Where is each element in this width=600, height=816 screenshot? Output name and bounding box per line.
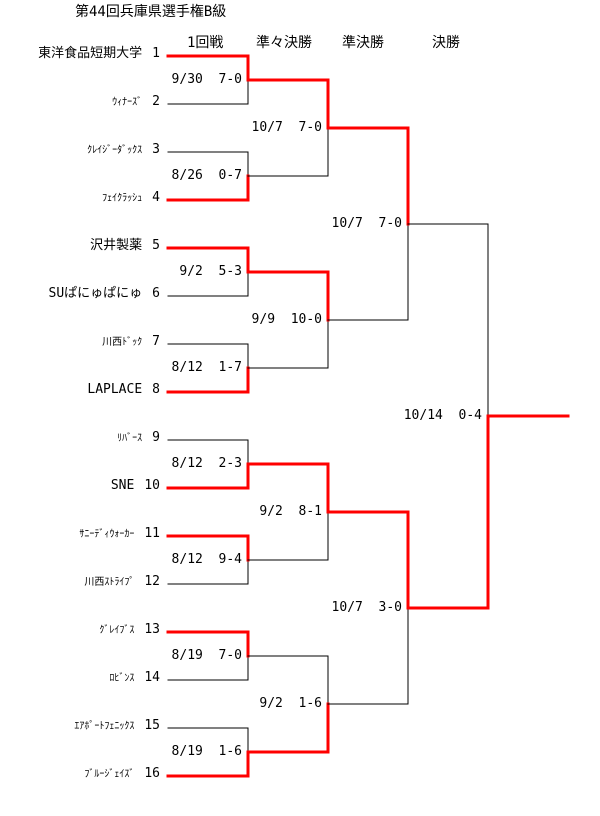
- match-result: 7-0: [378, 216, 402, 231]
- match-result: 7-0: [218, 72, 242, 87]
- team-row: ﾌﾞﾙｰｼﾞｪｲｽﾞ 16: [84, 766, 160, 783]
- match-score: 9/30 7-0: [172, 72, 242, 88]
- match-score: 10/14 0-4: [404, 408, 482, 424]
- team-name: ｳｨﾅｰｽﾞ: [112, 97, 143, 108]
- match-date: 9/30: [171, 72, 203, 87]
- team-name: 東洋食品短期大学: [38, 46, 143, 61]
- team-name: ﾛﾋﾞﾝｽ: [109, 673, 135, 684]
- team-row: LAPLACE 8: [87, 382, 160, 398]
- match-result: 5-3: [218, 264, 242, 279]
- match-date: 9/2: [259, 696, 283, 711]
- match-score: 9/2 8-1: [259, 504, 322, 520]
- team-name: ｸﾞﾚｲﾌﾞｽ: [99, 625, 135, 636]
- match-score: 10/7 3-0: [332, 600, 402, 616]
- round-header-1: 1回戦: [187, 35, 224, 51]
- team-row: ﾘﾊﾞｰｽ 9: [117, 430, 160, 447]
- match-result: 9-4: [218, 552, 242, 567]
- team-seed: 9: [152, 430, 160, 445]
- match-score: 8/19 7-0: [172, 648, 242, 664]
- match-score: 8/26 0-7: [172, 168, 242, 184]
- team-name: SUぱにゅぱにゅ: [48, 286, 143, 301]
- round-header-semifinal: 準決勝: [342, 35, 384, 51]
- page-title: 第44回兵庫県選手権B級: [75, 4, 227, 20]
- team-seed: 5: [152, 238, 160, 253]
- match-result: 1-6: [298, 696, 322, 711]
- round-header-quarterfinal: 準々決勝: [256, 35, 312, 51]
- team-seed: 16: [144, 766, 160, 781]
- team-name: ｸﾚｲｼﾞｰﾀﾞｯｸｽ: [87, 145, 143, 156]
- match-score: 9/9 10-0: [252, 312, 322, 328]
- match-date: 10/14: [403, 408, 443, 423]
- match-score: 8/12 2-3: [172, 456, 242, 472]
- team-row: 川西ﾄﾞｯｸ 7: [102, 334, 160, 351]
- match-date: 10/7: [251, 120, 283, 135]
- team-name: LAPLACE: [87, 382, 143, 397]
- match-score: 8/19 1-6: [172, 744, 242, 760]
- team-row: ｻﾆｰﾃﾞｨｳｫｰｶｰ 11: [79, 526, 160, 543]
- team-row: ｸﾚｲｼﾞｰﾀﾞｯｸｽ 3: [87, 142, 160, 159]
- team-name: ﾌﾞﾙｰｼﾞｪｲｽﾞ: [84, 769, 135, 780]
- team-seed: 13: [144, 622, 160, 637]
- team-row: 東洋食品短期大学 1: [38, 46, 160, 62]
- team-name: 沢井製薬: [90, 238, 143, 253]
- team-row: SNE 10: [111, 478, 160, 494]
- match-result: 1-6: [218, 744, 242, 759]
- team-row: ｳｨﾅｰｽﾞ 2: [112, 94, 160, 111]
- match-result: 2-3: [218, 456, 242, 471]
- match-date: 8/12: [171, 552, 203, 567]
- match-score: 9/2 5-3: [179, 264, 242, 280]
- team-name: 川西ｽﾄﾗｲﾌﾟ: [84, 577, 135, 588]
- team-name: ﾌｪｲｸﾗｯｼｭ: [102, 193, 143, 204]
- team-name: ﾘﾊﾞｰｽ: [117, 433, 143, 444]
- match-date: 9/9: [251, 312, 276, 327]
- match-result: 3-0: [378, 600, 402, 615]
- match-date: 8/12: [171, 360, 203, 375]
- round-header-final: 決勝: [432, 35, 460, 51]
- team-name: ｴｱﾎﾟｰﾄﾌｪﾆｯｸｽ: [74, 721, 135, 732]
- team-seed: 8: [152, 382, 160, 397]
- match-date: 10/7: [331, 216, 363, 231]
- team-name: ｻﾆｰﾃﾞｨｳｫｰｶｰ: [79, 529, 135, 540]
- team-row: ｴｱﾎﾟｰﾄﾌｪﾆｯｸｽ 15: [74, 718, 160, 735]
- team-seed: 2: [152, 94, 160, 109]
- team-row: ｸﾞﾚｲﾌﾞｽ 13: [99, 622, 160, 639]
- team-seed: 1: [152, 46, 160, 61]
- match-result: 7-0: [298, 120, 322, 135]
- team-seed: 10: [144, 478, 160, 493]
- team-seed: 12: [144, 574, 160, 589]
- match-date: 8/12: [171, 456, 203, 471]
- team-seed: 3: [152, 142, 160, 157]
- match-date: 8/19: [171, 648, 203, 663]
- match-result: 10-0: [290, 312, 322, 327]
- match-result: 7-0: [218, 648, 242, 663]
- team-row: SUぱにゅぱにゅ 6: [49, 286, 160, 302]
- team-seed: 6: [152, 286, 160, 301]
- match-date: 10/7: [331, 600, 363, 615]
- team-row: ﾌｪｲｸﾗｯｼｭ 4: [102, 190, 160, 207]
- team-name: 川西ﾄﾞｯｸ: [102, 337, 143, 348]
- match-result: 0-4: [458, 408, 482, 423]
- match-score: 10/7 7-0: [332, 216, 402, 232]
- team-seed: 11: [144, 526, 160, 541]
- match-date: 9/2: [179, 264, 203, 279]
- team-seed: 14: [144, 670, 160, 685]
- match-score: 8/12 1-7: [172, 360, 242, 376]
- match-date: 8/19: [171, 744, 203, 759]
- match-date: 9/2: [259, 504, 283, 519]
- team-row: 川西ｽﾄﾗｲﾌﾟ 12: [84, 574, 160, 591]
- match-date: 8/26: [171, 168, 203, 183]
- match-result: 8-1: [298, 504, 322, 519]
- team-name: SNE: [110, 478, 135, 493]
- match-result: 0-7: [218, 168, 242, 183]
- match-score: 10/7 7-0: [252, 120, 322, 136]
- team-row: 沢井製薬 5: [90, 238, 160, 254]
- team-row: ﾛﾋﾞﾝｽ 14: [109, 670, 160, 687]
- team-seed: 15: [144, 718, 160, 733]
- match-result: 1-7: [218, 360, 242, 375]
- team-seed: 7: [152, 334, 160, 349]
- team-seed: 4: [152, 190, 160, 205]
- match-score: 8/12 9-4: [172, 552, 242, 568]
- match-score: 9/2 1-6: [259, 696, 322, 712]
